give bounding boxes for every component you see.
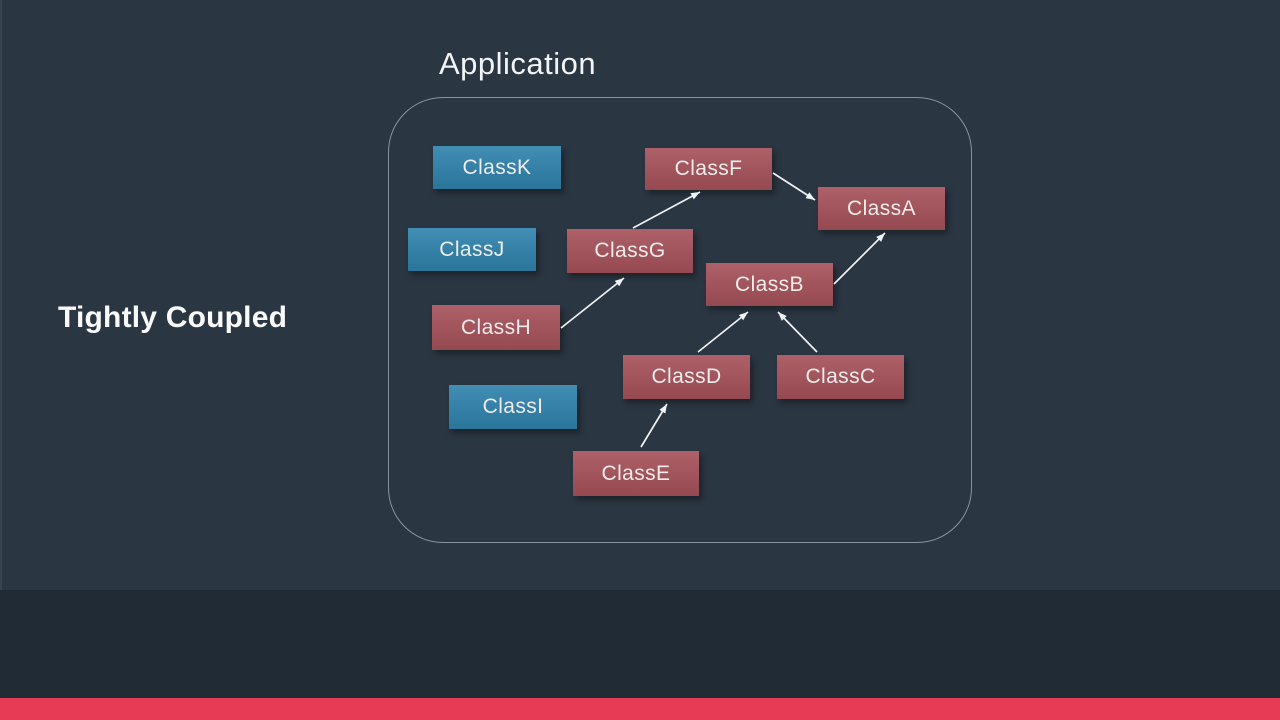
application-diagram-title: Application bbox=[439, 46, 597, 81]
application-boundary bbox=[388, 97, 972, 543]
class-box-classf: ClassF bbox=[645, 148, 772, 190]
class-box-label: ClassD bbox=[651, 365, 722, 388]
accent-bar bbox=[0, 698, 1280, 720]
class-box-label: ClassF bbox=[674, 157, 743, 180]
class-box-label: ClassJ bbox=[439, 237, 505, 261]
class-box-label: ClassI bbox=[482, 395, 544, 418]
class-box-classg: ClassG bbox=[567, 229, 693, 273]
class-box-label: ClassK bbox=[462, 155, 532, 179]
class-box-classd: ClassD bbox=[623, 355, 750, 399]
left-edge-highlight bbox=[0, 0, 2, 590]
class-box-label: ClassB bbox=[735, 272, 804, 296]
class-box-label: ClassC bbox=[805, 365, 876, 388]
class-box-label: ClassH bbox=[460, 315, 532, 339]
class-box-label: ClassG bbox=[594, 239, 666, 262]
slide-title: Tightly Coupled bbox=[58, 301, 288, 334]
class-box-classi: ClassI bbox=[449, 385, 577, 429]
class-box-classk: ClassK bbox=[433, 146, 561, 189]
class-box-classc: ClassC bbox=[777, 355, 904, 399]
class-box-classe: ClassE bbox=[573, 451, 699, 496]
class-box-classh: ClassH bbox=[432, 305, 560, 350]
footer-band: C# Fundamentals programmingwithmosh.com bbox=[0, 590, 1280, 698]
class-box-label: ClassE bbox=[601, 461, 671, 485]
class-box-label: ClassA bbox=[847, 196, 916, 220]
class-box-classa: ClassA bbox=[818, 187, 945, 230]
class-box-classj: ClassJ bbox=[408, 228, 536, 271]
class-box-classb: ClassB bbox=[706, 263, 833, 306]
